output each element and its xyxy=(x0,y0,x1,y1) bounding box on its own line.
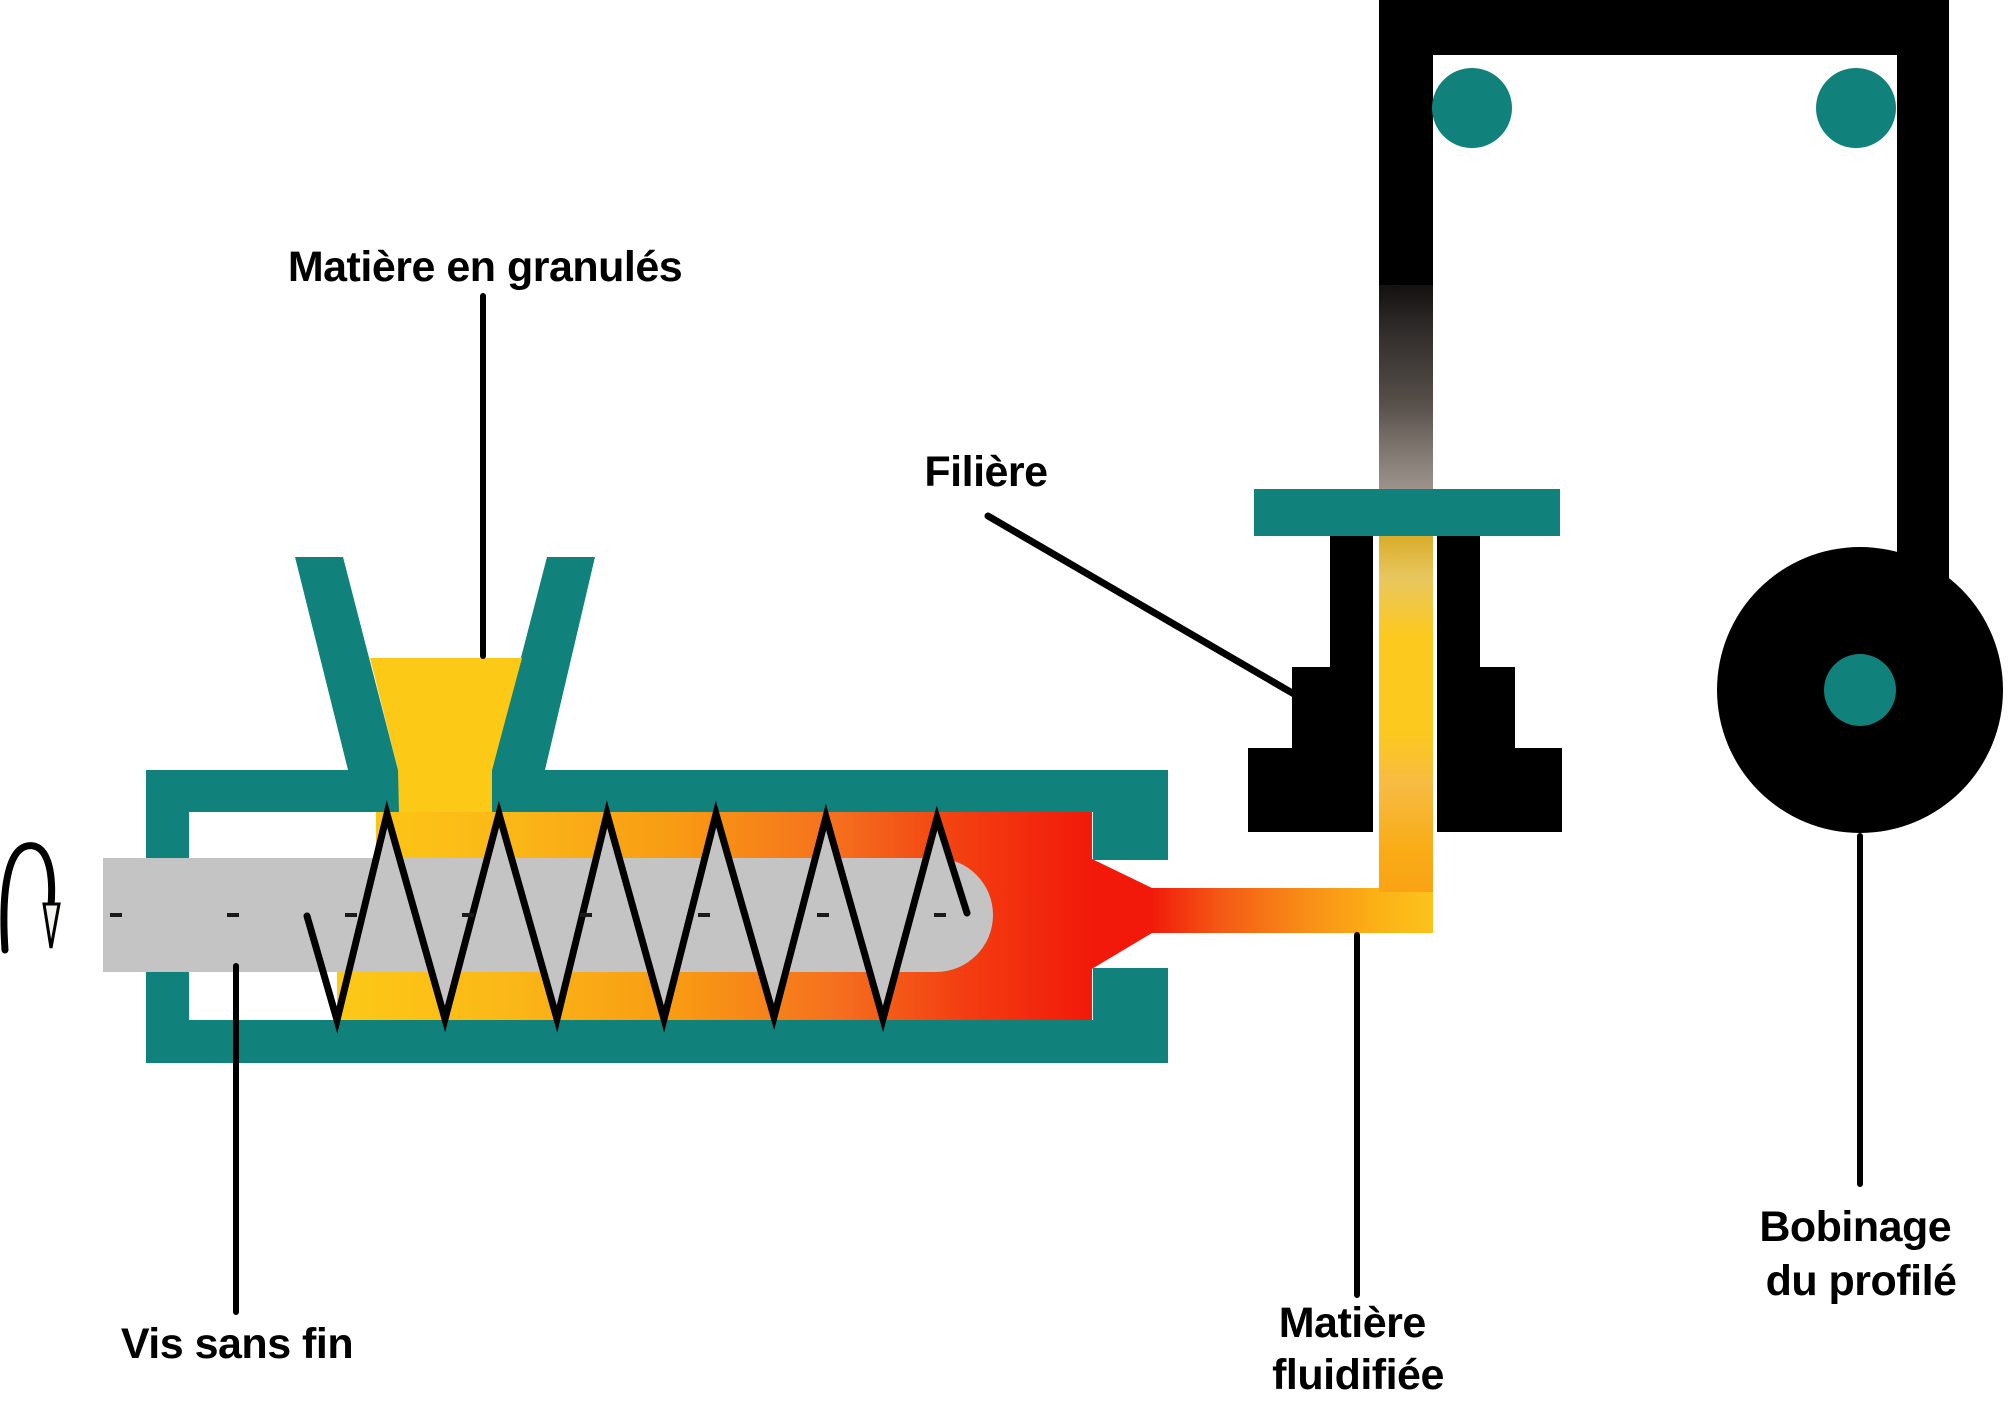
barrel-empty-top-left xyxy=(189,812,376,858)
guide-pulley-right xyxy=(1816,68,1896,148)
label-fluidifiee-line2: fluidifiée xyxy=(1272,1351,1444,1399)
hopper-wall-right xyxy=(492,557,595,770)
profile-strand-cooling xyxy=(1379,270,1433,489)
die-plate xyxy=(1254,489,1560,536)
die-block-right xyxy=(1437,536,1562,832)
shaft-axis-ticks xyxy=(110,913,946,917)
label-bobinage: Bobinage du profilé xyxy=(1759,1203,1962,1305)
winding-drum-hub xyxy=(1824,654,1896,726)
fluid-stream xyxy=(1150,888,1433,933)
nozzle-cone xyxy=(1090,858,1152,970)
label-filiere: Filière xyxy=(924,448,1047,496)
label-vis-sans-fin: Vis sans fin xyxy=(121,1320,353,1368)
hopper-wall-left xyxy=(295,557,398,770)
label-bobinage-line2: du profilé xyxy=(1766,1257,1957,1305)
profile-strand-molten xyxy=(1379,536,1433,892)
profile-top-run xyxy=(1379,0,1949,55)
barrel-empty-bottom-left xyxy=(189,972,337,1020)
screw-helix-line xyxy=(303,800,971,1034)
label-bobinage-line1: Bobinage xyxy=(1759,1203,1951,1251)
leader-filiere xyxy=(984,512,1298,698)
barrel-housing xyxy=(146,770,1168,1063)
rotation-arrow-icon xyxy=(0,842,61,954)
screw-shaft xyxy=(103,858,993,972)
guide-pulley-left xyxy=(1432,68,1512,148)
hopper-granules xyxy=(370,658,522,814)
label-fluidifiee-line1: Matière xyxy=(1279,1299,1426,1347)
label-granules: Matière en granulés xyxy=(288,243,682,291)
die-block-left xyxy=(1248,536,1373,832)
label-fluidifiee: Matière fluidifiée xyxy=(1272,1299,1444,1399)
profile-down-run xyxy=(1897,0,1949,640)
